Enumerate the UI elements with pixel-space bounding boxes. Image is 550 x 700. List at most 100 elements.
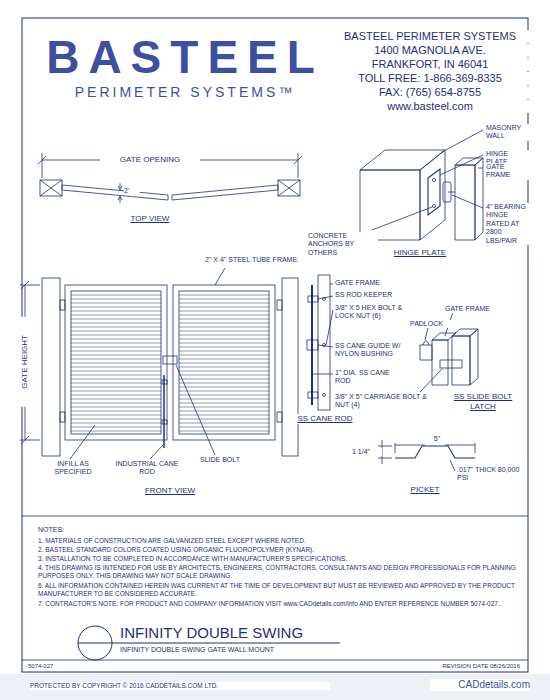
note-text: 3. INSTALLATION TO BE COMPLETED IN ACCOR… [38,555,523,563]
callout-label: 1" DIA. SS CANE ROD [335,369,405,386]
picket-line [71,391,161,392]
picket-line [179,427,269,428]
callout-label: SLIDE BOLT [200,456,260,464]
picket-line [179,343,269,344]
note-text: NOTES: [38,526,98,534]
picket-line [71,363,161,364]
callout-label: 5074-027 [28,663,108,670]
note-text: 2. BASTEEL STANDARD COLORS COATED USING … [38,546,523,554]
company-info: BASTEEL PERIMETER SYSTEMS [330,30,530,43]
callout-label: CONCRETE ANCHORS BY OTHERS [308,232,378,257]
company-info: BASTEEL [40,30,330,85]
picket-line [179,315,269,316]
callout-label: GATE OPENING [100,155,200,165]
callout-label: SS ROD KEEPER [335,291,410,299]
picket-line [179,399,269,400]
picket-line [179,307,269,308]
picket-line [179,363,269,364]
note-text: 7. CONTRACTOR'S NOTE: FOR PRODUCT AND CO… [38,600,523,608]
top-view [38,153,302,203]
picket-line [179,411,269,412]
picket-line [71,419,161,420]
company-info: FAX: (765) 654-8755 [330,86,530,99]
picket-line [179,331,269,332]
callout-label: .017" THICK 80,000 PSI [457,466,522,483]
picket-line [71,415,161,416]
picket-line [179,359,269,360]
front-view [20,268,298,459]
callout-label: INFILL AS SPECIFIED [38,460,108,477]
picket-line [71,427,161,428]
picket-line [179,323,269,324]
callout-label: 1 1/4" [352,448,382,456]
callout-label: GATE FRAME [335,279,410,287]
picket-line [179,387,269,388]
callout-label: SS SLIDE BOLT LATCH [448,392,518,411]
callout-label: INDUSTRIAL CANE ROD [112,460,182,477]
picket-line [71,431,161,432]
picket-line [71,307,161,308]
callout-label: 3/8" X 5 HEX BOLT & LOCK NUT (6) [335,304,415,321]
picket-line [71,359,161,360]
picket-line [179,383,269,384]
picket-line [179,375,269,376]
callout-label: SS CANE GUIDE W/ NYLON BUSHING [335,342,410,359]
picket-infill [71,295,269,431]
picket-line [179,419,269,420]
picket-line [179,303,269,304]
picket-line [179,327,269,328]
picket-line [71,379,161,380]
picket-line [71,323,161,324]
company-info: 1400 MAGNOLIA AVE. [330,44,530,57]
picket-line [179,371,269,372]
picket-line [179,319,269,320]
callout-label: 2' [124,187,140,195]
notes-divider [22,516,528,517]
note-text: 6. ALL INFORMATION CONTAINED HEREIN WAS … [38,582,523,598]
picket-line [179,391,269,392]
callout-label: 2" X 4" STEEL TUBE FRAME [205,256,300,264]
picket-line [179,347,269,348]
note-text: 1. MATERIALS OF CONSTRUCTION ARE GALVANI… [38,537,523,545]
picket-line [71,407,161,408]
callout-label: SS CANE ROD [290,414,360,424]
picket-line [179,423,269,424]
picket-line [179,351,269,352]
picket-line [71,339,161,340]
picket-line [179,407,269,408]
company-info: TOLL FREE: 1-866-369-8335 [330,72,530,85]
picket-line [71,375,161,376]
picket-line [71,327,161,328]
picket-line [179,355,269,356]
picket-line [71,383,161,384]
picket-line [71,335,161,336]
picket-line [71,343,161,344]
picket-line [71,371,161,372]
picket-line [179,339,269,340]
picket-line [71,403,161,404]
callout-label: PADLOCK [410,320,455,328]
picket-line [71,395,161,396]
callout-label: GATE FRAME [486,163,530,180]
picket-line [71,347,161,348]
picket-line [179,295,269,296]
picket-line [71,351,161,352]
cane-rod-detail [307,275,333,410]
picket-line [179,335,269,336]
picket-line [179,415,269,416]
callout-label: PICKET [400,485,450,495]
company-info: FRANKFORT, IN 46041 [330,58,530,71]
callout-label: MASONRY WALL [486,124,530,141]
callout-label: 5" [427,435,447,443]
picket-line [71,411,161,412]
callout-label: GATE FRAME [445,305,505,313]
picket-line [179,379,269,380]
picket-line [71,295,161,296]
picket-line [179,367,269,368]
picket-line [179,395,269,396]
note-text: 4. THIS DRAWING IS INTENDED FOR USE BY A… [38,564,523,580]
callout-label: TOP VIEW [120,214,180,224]
callout-label: PROTECTED BY COPYRIGHT © 2016 CADDETAILS… [30,682,330,690]
callout-label: 3/8" X 5" CARRIAGE BOLT & NUT (4) [335,393,430,410]
picket-line [71,319,161,320]
